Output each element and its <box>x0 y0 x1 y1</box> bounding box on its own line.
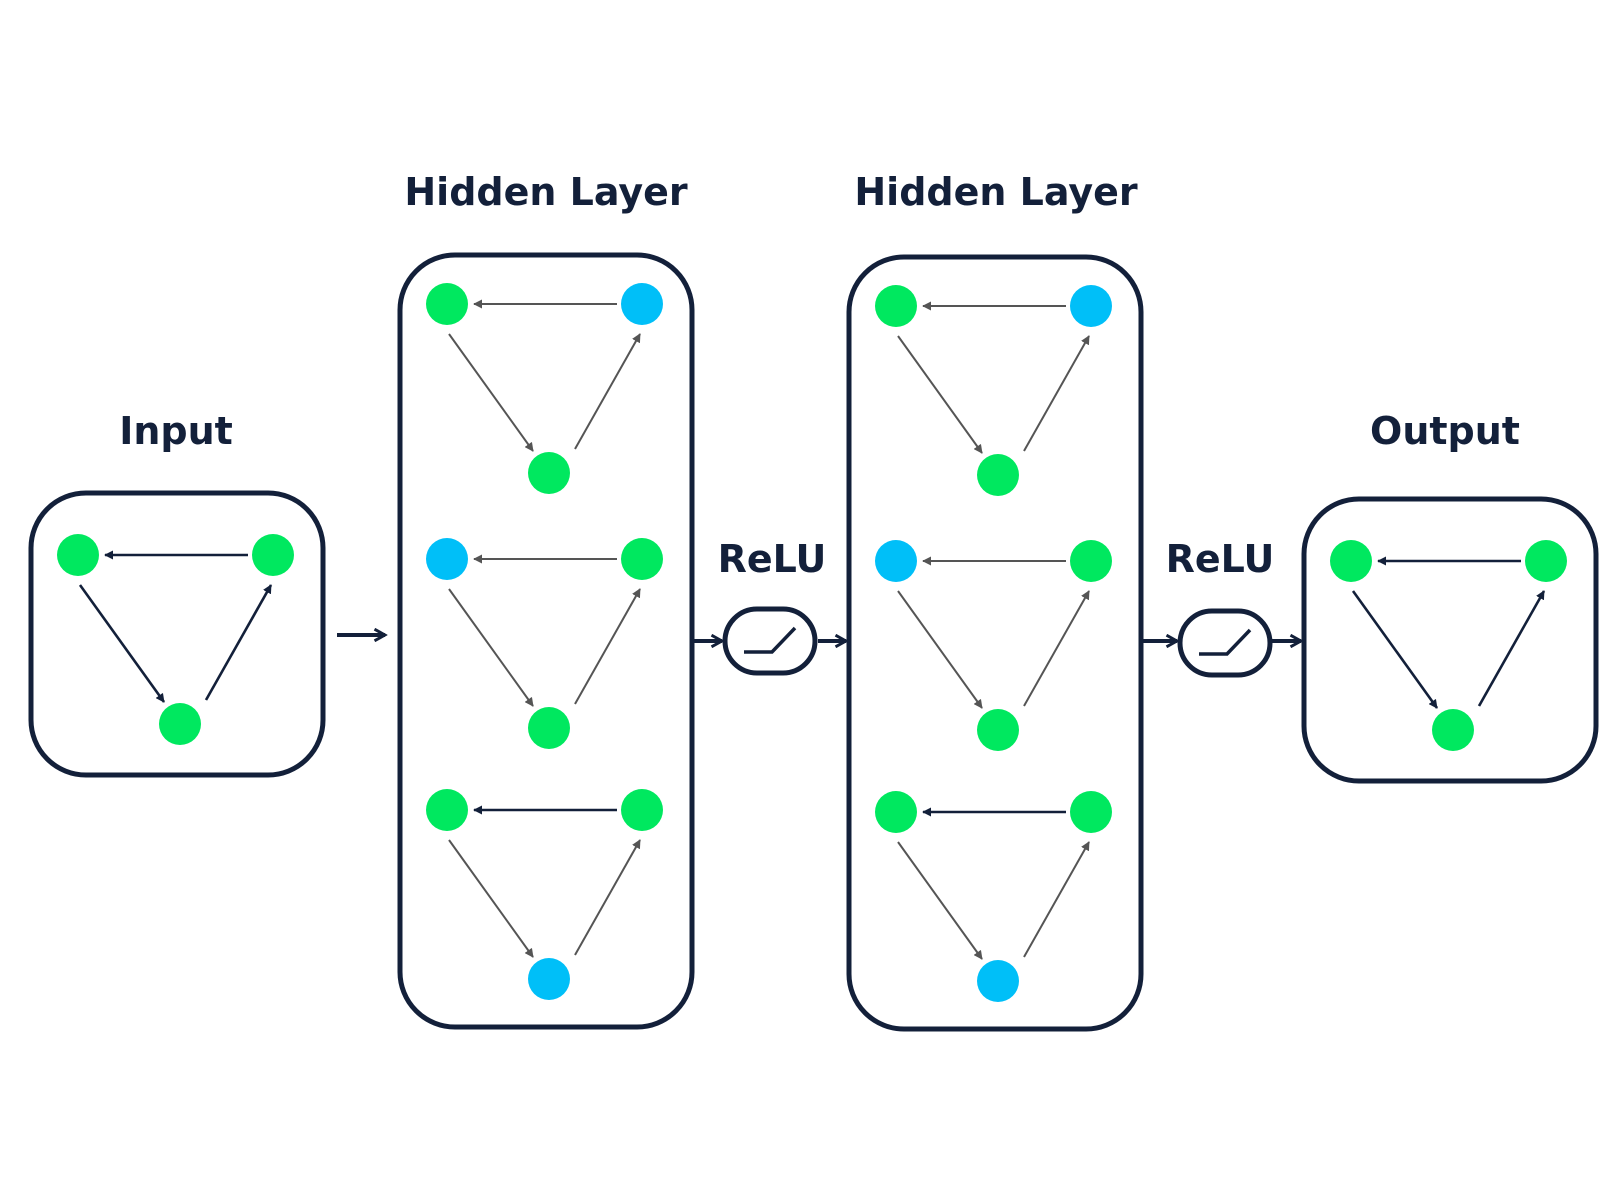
graph-node <box>528 707 570 749</box>
input-label: Input <box>119 409 233 453</box>
graph-node <box>977 960 1019 1002</box>
relu-activation-icon <box>1199 628 1252 656</box>
hidden-layer-1-box <box>397 252 695 1030</box>
graph-node <box>57 534 99 576</box>
graph-node <box>621 789 663 831</box>
graph-node <box>159 703 201 745</box>
graph-node <box>1070 791 1112 833</box>
graph-node <box>621 538 663 580</box>
relu-2-label: ReLU <box>1166 537 1275 581</box>
graph-edge <box>897 841 983 960</box>
hidden-layer-1-label: Hidden Layer <box>404 170 688 214</box>
graph-node <box>875 791 917 833</box>
graph-node <box>875 285 917 327</box>
graph-edge <box>1023 590 1090 707</box>
output-box <box>1301 496 1599 784</box>
graph-edge <box>574 839 641 956</box>
graph-node <box>1070 540 1112 582</box>
graph-node <box>875 540 917 582</box>
graph-node <box>621 283 663 325</box>
graph-node <box>426 283 468 325</box>
input-box <box>28 490 326 778</box>
graph-edge <box>448 588 534 707</box>
graph-edge <box>1351 590 1439 709</box>
relu-activation-icon <box>744 626 797 654</box>
graph-edge <box>574 588 641 705</box>
graph-groups <box>57 283 1567 1002</box>
graph-edge <box>448 333 534 452</box>
relu-2-block <box>1177 608 1273 678</box>
graph-edge <box>897 590 983 709</box>
graph-edge <box>204 584 273 701</box>
graph-node <box>1525 540 1567 582</box>
graph-node <box>426 789 468 831</box>
graph-node <box>426 538 468 580</box>
graph-edge <box>78 584 166 703</box>
graph-edge <box>574 333 641 450</box>
graph-edge <box>1023 335 1090 452</box>
graph-node <box>252 534 294 576</box>
output-label: Output <box>1370 409 1520 453</box>
graph-edge <box>1477 590 1546 707</box>
graph-edge <box>897 335 983 454</box>
graph-node <box>1330 540 1372 582</box>
relu-2-capsule <box>1177 608 1273 678</box>
graph-node <box>977 709 1019 751</box>
relu-1-label: ReLU <box>718 537 827 581</box>
graph-node <box>1432 709 1474 751</box>
hidden-layer-2-label: Hidden Layer <box>854 170 1138 214</box>
graph-edge <box>1023 841 1090 958</box>
hidden-layer-2-box <box>846 254 1144 1032</box>
graph-node <box>528 452 570 494</box>
graph-edge <box>448 839 534 958</box>
relu-1-capsule <box>722 606 818 676</box>
relu-1-block <box>722 606 818 676</box>
graph-node <box>528 958 570 1000</box>
graph-node <box>1070 285 1112 327</box>
graph-node <box>977 454 1019 496</box>
